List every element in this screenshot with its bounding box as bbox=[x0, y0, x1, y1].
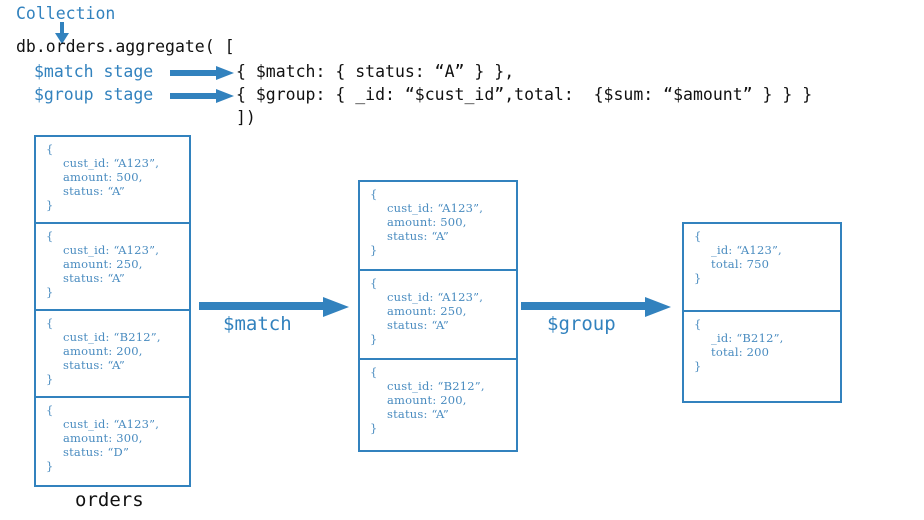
doc-field-status: status: “A” bbox=[63, 358, 125, 372]
document-box: { cust_id: “A123”, amount: 250, status: … bbox=[36, 224, 189, 311]
doc-open-brace: { bbox=[694, 229, 702, 243]
group-pipeline-arrow-icon bbox=[521, 297, 671, 317]
doc-close-brace: } bbox=[370, 332, 378, 346]
group-stage-code-line: { $group: { _id: “$cust_id”,total: {$sum… bbox=[236, 85, 813, 104]
doc-field-amount: amount: 200, bbox=[63, 344, 143, 358]
doc-open-brace: { bbox=[370, 276, 378, 290]
doc-open-brace: { bbox=[370, 187, 378, 201]
doc-field-cust-id: cust_id: “A123”, bbox=[63, 243, 160, 257]
match-stage-code-line: { $match: { status: “A” } }, bbox=[236, 62, 515, 81]
document-box: { cust_id: “A123”, amount: 250, status: … bbox=[360, 271, 516, 360]
aggregation-code-block: Collection db.orders.aggregate( [ $match… bbox=[0, 0, 924, 132]
document-box: { _id: “A123”, total: 750 } bbox=[684, 224, 840, 312]
aggregate-call-line: db.orders.aggregate( [ bbox=[16, 37, 235, 56]
doc-field-id: _id: “B212”, bbox=[711, 331, 784, 345]
doc-field-total: total: 750 bbox=[711, 257, 770, 271]
document-box: { cust_id: “A123”, amount: 500, status: … bbox=[36, 137, 189, 224]
match-stage-annotation-label: $match stage bbox=[34, 62, 154, 81]
doc-field-status: status: “D” bbox=[63, 445, 130, 459]
document-box: { _id: “B212”, total: 200 } bbox=[684, 312, 840, 400]
doc-field-cust-id: cust_id: “A123”, bbox=[63, 417, 160, 431]
doc-field-id: _id: “A123”, bbox=[711, 243, 782, 257]
doc-field-status: status: “A” bbox=[387, 318, 449, 332]
doc-field-status: status: “A” bbox=[387, 407, 449, 421]
doc-field-amount: amount: 300, bbox=[63, 431, 143, 445]
doc-close-brace: } bbox=[370, 421, 378, 435]
document-box: { cust_id: “B212”, amount: 200, status: … bbox=[36, 311, 189, 398]
match-pipeline-arrow-icon bbox=[199, 297, 349, 317]
doc-close-brace: } bbox=[46, 198, 54, 212]
document-box: { cust_id: “A123”, amount: 300, status: … bbox=[36, 398, 189, 485]
doc-field-amount: amount: 500, bbox=[63, 170, 143, 184]
doc-open-brace: { bbox=[370, 365, 378, 379]
doc-field-amount: amount: 250, bbox=[63, 257, 143, 271]
after-group-documents: { _id: “A123”, total: 750 } { _id: “B212… bbox=[682, 222, 842, 403]
collection-name-caption: orders bbox=[75, 489, 144, 511]
doc-close-brace: } bbox=[694, 271, 702, 285]
collection-down-arrow-icon bbox=[55, 22, 69, 44]
doc-close-brace: } bbox=[46, 459, 54, 473]
doc-field-cust-id: cust_id: “A123”, bbox=[387, 201, 484, 215]
doc-field-status: status: “A” bbox=[63, 271, 125, 285]
collection-annotation-label: Collection bbox=[16, 4, 116, 23]
match-stage-pointer-arrow-icon bbox=[170, 66, 234, 80]
doc-close-brace: } bbox=[46, 285, 54, 299]
doc-close-brace: } bbox=[370, 243, 378, 257]
group-stage-pointer-arrow-icon bbox=[170, 89, 234, 103]
pipeline-close-line: ]) bbox=[236, 108, 256, 127]
doc-close-brace: } bbox=[46, 372, 54, 386]
doc-field-status: status: “A” bbox=[387, 229, 449, 243]
doc-field-cust-id: cust_id: “B212”, bbox=[387, 379, 485, 393]
group-stage-annotation-label: $group stage bbox=[34, 85, 154, 104]
doc-field-amount: amount: 500, bbox=[387, 215, 467, 229]
orders-collection-documents: { cust_id: “A123”, amount: 500, status: … bbox=[34, 135, 191, 487]
after-match-documents: { cust_id: “A123”, amount: 500, status: … bbox=[358, 180, 518, 452]
match-pipeline-label: $match bbox=[223, 313, 292, 335]
doc-field-total: total: 200 bbox=[711, 345, 770, 359]
doc-field-amount: amount: 200, bbox=[387, 393, 467, 407]
doc-field-amount: amount: 250, bbox=[387, 304, 467, 318]
doc-field-status: status: “A” bbox=[63, 184, 125, 198]
doc-close-brace: } bbox=[694, 359, 702, 373]
doc-open-brace: { bbox=[46, 403, 54, 417]
doc-field-cust-id: cust_id: “A123”, bbox=[387, 290, 484, 304]
doc-open-brace: { bbox=[46, 316, 54, 330]
document-box: { cust_id: “B212”, amount: 200, status: … bbox=[360, 360, 516, 449]
doc-open-brace: { bbox=[694, 317, 702, 331]
doc-field-cust-id: cust_id: “B212”, bbox=[63, 330, 161, 344]
document-box: { cust_id: “A123”, amount: 500, status: … bbox=[360, 182, 516, 271]
group-pipeline-label: $group bbox=[547, 313, 616, 335]
doc-open-brace: { bbox=[46, 229, 54, 243]
doc-open-brace: { bbox=[46, 142, 54, 156]
doc-field-cust-id: cust_id: “A123”, bbox=[63, 156, 160, 170]
